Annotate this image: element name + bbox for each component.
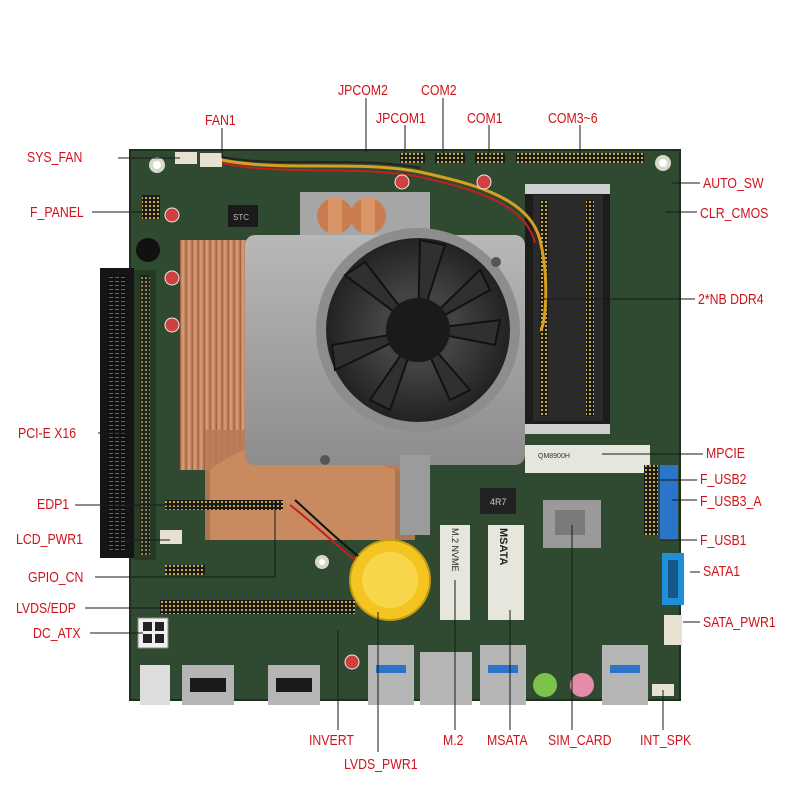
f-usb3-header (660, 465, 678, 540)
label-int-spk: INT_SPK (640, 732, 692, 749)
leader-lines (75, 98, 703, 752)
label-sim-card: SIM_CARD (548, 732, 612, 749)
msata-slot (488, 525, 524, 620)
sata-pwr-connector (664, 615, 682, 645)
label-f-usb1: F_USB1 (700, 532, 747, 549)
gpio-header (165, 565, 205, 575)
label-gpio-cn: GPIO_CN (28, 569, 84, 586)
com2-header (435, 153, 465, 163)
dc-jack (140, 665, 170, 705)
label-sata1: SATA1 (703, 563, 741, 580)
com1-header (475, 153, 505, 163)
label-jpcom1: JPCOM1 (376, 110, 426, 127)
label-sata-pwr1: SATA_PWR1 (703, 614, 776, 631)
label-msata: MSATA (487, 732, 528, 749)
com3-6-header (516, 153, 644, 163)
stc-chip: STC (233, 213, 249, 222)
label-com1: COM1 (467, 110, 503, 127)
label-edp1: EDP1 (37, 496, 70, 513)
label-lcd-pwr1: LCD_PWR1 (16, 531, 83, 548)
f-panel-header (142, 195, 160, 219)
label-mpcie: MPCIE (706, 445, 745, 462)
label-f-usb2: F_USB2 (700, 471, 747, 488)
lcd-pwr-header (160, 530, 182, 544)
svg-text:QM8900H: QM8900H (538, 453, 570, 460)
label-clr-cmos: CLR_CMOS (700, 205, 769, 222)
label-auto-sw: AUTO_SW (703, 175, 764, 192)
label-m2: M.2 (443, 732, 464, 749)
label-fan1: FAN1 (205, 112, 236, 129)
label-com3-6: COM3~6 (548, 110, 598, 127)
label-f-panel: F_PANEL (30, 204, 84, 221)
label-f-usb3-a: F_USB3_A (700, 493, 762, 510)
usb3-port-2 (480, 645, 526, 705)
label-pcie-x16: PCI-E X16 (18, 425, 77, 442)
label-sys-fan: SYS_FAN (27, 149, 83, 166)
label-nb-ddr4: 2*NB DDR4 (698, 291, 764, 308)
mpcie-card (525, 445, 650, 473)
lvds-edp-header (160, 600, 355, 614)
audio-jack-pink (570, 673, 594, 697)
svg-text:4R7: 4R7 (490, 497, 507, 507)
audio-jack-green (533, 673, 557, 697)
usb3-port-1 (368, 645, 414, 705)
label-lvds-edp: LVDS/EDP (16, 600, 76, 617)
jpcom-header (400, 153, 425, 163)
label-jpcom2: JPCOM2 (338, 82, 388, 99)
fan1-header (200, 153, 222, 167)
label-dc-atx: DC_ATX (33, 625, 81, 642)
svg-text:M.2 NVME: M.2 NVME (450, 528, 460, 572)
lan-port (420, 652, 472, 705)
label-lvds-pwr1: LVDS_PWR1 (344, 756, 418, 773)
svg-text:MSATA: MSATA (497, 528, 509, 566)
label-com2: COM2 (421, 82, 457, 99)
label-invert: INVERT (309, 732, 354, 749)
usb3-port-3 (602, 645, 648, 705)
